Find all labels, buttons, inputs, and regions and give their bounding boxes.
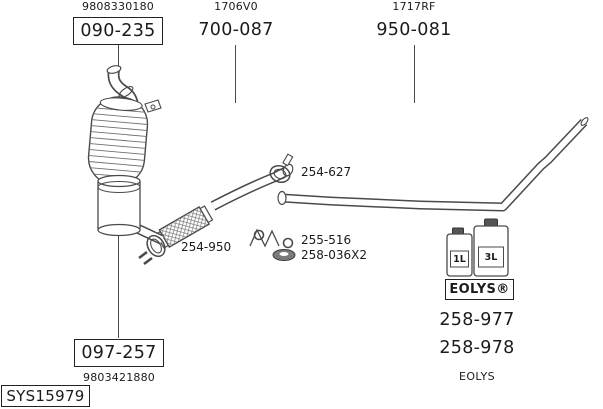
ref-code-1717RF: 1717RF [392,0,436,13]
ref-code-9803421880: 9803421880 [83,371,155,384]
part-number-090-235: 090-235 [73,17,163,45]
gasket-258-036-drawing [272,249,296,261]
part-number-258-978: 258-978 [439,338,515,358]
leader-lines [118,45,415,338]
part-number-258-977: 258-977 [439,310,515,330]
callout-hanger-255-516: 255-516 [301,233,352,247]
additive-bottles-drawing [446,218,509,277]
part-number-097-257: 097-257 [74,339,164,367]
ref-code-9808330180: 9808330180 [82,0,154,13]
hanger-255-516-drawing [249,228,294,249]
callout-clamp-254-627: 254-627 [301,165,352,179]
tail-pipe-drawing [277,117,589,212]
bottle-size-3L: 3L [484,252,498,263]
clamp-254-627-drawing [269,153,294,184]
bottle-size-1L: 1L [453,254,466,265]
ref-code-1706V0: 1706V0 [214,0,258,13]
part-number-700-087: 700-087 [198,20,274,40]
clamp-254-950-drawing [138,234,166,266]
callout-clamp-254-950: 254-950 [181,240,232,254]
eolys-brand-box: EOLYS® [445,279,514,300]
eolys-brand-name: EOLYS [459,370,495,383]
system-id-badge: SYS15979 [1,385,90,407]
part-number-950-081: 950-081 [376,20,452,40]
catalytic-converter-drawing [86,65,162,237]
callout-gasket-258-036X2: 258-036X2 [301,248,367,262]
